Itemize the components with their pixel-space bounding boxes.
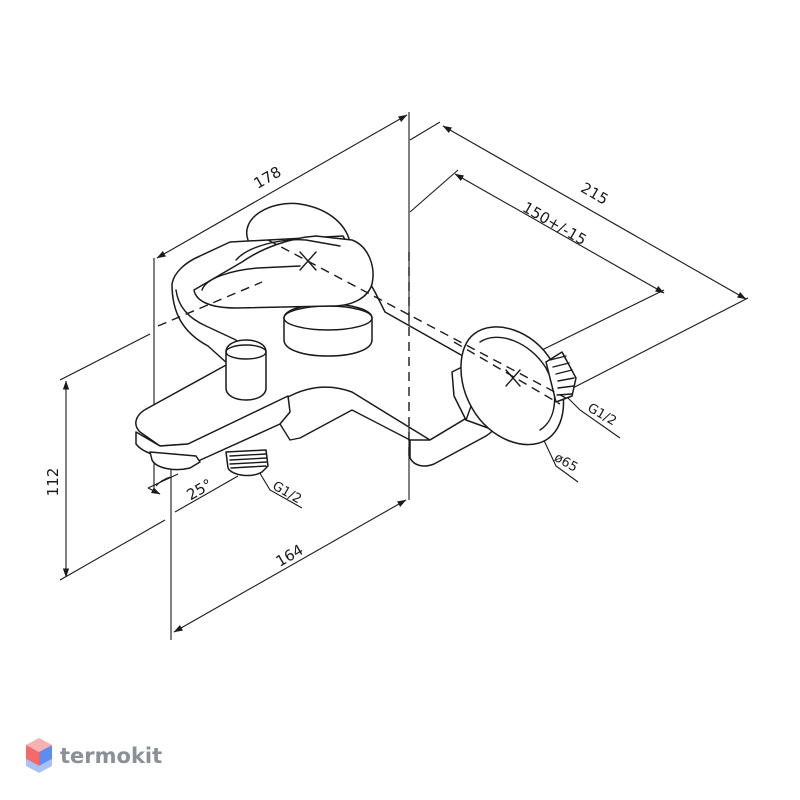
dimension-lines — [62, 114, 747, 633]
dim-label-outlet-thread: G1/2 — [270, 479, 304, 507]
dim-label-150: 150+/-15 — [519, 198, 589, 249]
faucet-body — [135, 202, 577, 477]
cube-logo-icon — [26, 738, 52, 773]
center-lines — [157, 239, 567, 462]
dim-215-line — [442, 125, 747, 300]
dim-label-angle: 25° — [183, 475, 215, 504]
dim-label-112: 112 — [44, 468, 62, 497]
dim-label-flange-diameter: ø65 — [551, 450, 580, 475]
brand-name: termokit — [60, 744, 162, 768]
termokit-logo: termokit — [26, 738, 162, 773]
dim-label-215: 215 — [578, 179, 612, 209]
dim-178-line — [156, 114, 408, 259]
dim-164-line — [173, 499, 407, 633]
dim-150-line — [454, 173, 665, 294]
